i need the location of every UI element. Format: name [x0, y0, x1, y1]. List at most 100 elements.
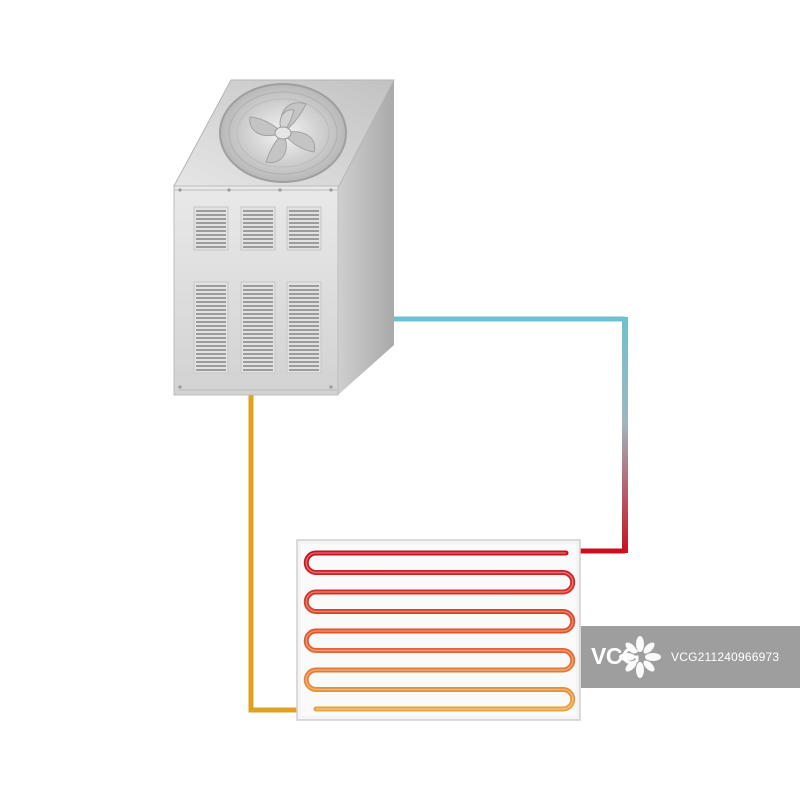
vent-slat	[289, 361, 319, 363]
vent-slat	[196, 349, 226, 351]
vent-slat	[243, 234, 273, 236]
vent-slat	[289, 222, 319, 224]
vent-frame	[286, 281, 322, 374]
vent-slat	[196, 285, 226, 287]
vent-slat	[196, 357, 226, 359]
vent-slat	[243, 309, 273, 311]
vent-slat	[243, 349, 273, 351]
vent-slat	[289, 353, 319, 355]
vent-slat	[196, 210, 226, 212]
vent-slat	[243, 238, 273, 240]
vent-slat	[196, 337, 226, 339]
vent-slat	[196, 345, 226, 347]
vent-slat	[289, 337, 319, 339]
vent-slat	[243, 353, 273, 355]
vent-slat	[196, 369, 226, 371]
heating-coil-highlight	[305, 552, 574, 710]
vent-slat	[243, 369, 273, 371]
radiator-panel	[296, 539, 581, 721]
vent-slat	[289, 321, 319, 323]
vent-slat	[196, 321, 226, 323]
vent-slat	[289, 285, 319, 287]
unit-side-face	[338, 80, 394, 395]
vent-slat	[289, 365, 319, 367]
vent-slat	[196, 317, 226, 319]
vent-slat	[289, 305, 319, 307]
vent-slat	[289, 238, 319, 240]
vent-slat	[243, 313, 273, 315]
vent-slat	[289, 226, 319, 228]
vent-frame	[240, 281, 276, 374]
vent-slat	[289, 357, 319, 359]
vent-slat	[289, 325, 319, 327]
vent-slat	[243, 293, 273, 295]
vent-slat	[243, 341, 273, 343]
vent-slat	[196, 305, 226, 307]
vent-slat	[243, 210, 273, 212]
vent-slat	[196, 301, 226, 303]
outdoor-unit	[173, 79, 395, 396]
vent-slat	[196, 361, 226, 363]
watermark-flower-icon	[619, 636, 661, 678]
vent-slat	[196, 238, 226, 240]
vent-slat	[289, 297, 319, 299]
vent-slat	[289, 345, 319, 347]
unit-screws	[178, 188, 333, 389]
vent-slat	[289, 230, 319, 232]
vent-slat	[243, 329, 273, 331]
vent-slat	[243, 337, 273, 339]
vent-slat	[289, 317, 319, 319]
vent-slat	[196, 313, 226, 315]
vent-slat	[196, 246, 226, 248]
vent-slat	[196, 365, 226, 367]
vent-slat	[289, 369, 319, 371]
watermark-banner: VCG VCG211240966973	[581, 626, 800, 688]
watermark-id: VCG211240966973	[671, 650, 780, 664]
vent-slat	[196, 234, 226, 236]
vent-slat	[243, 218, 273, 220]
vent-slat	[243, 297, 273, 299]
vent-slat	[289, 329, 319, 331]
vent-slat	[243, 226, 273, 228]
vent-slat	[243, 285, 273, 287]
vent-slat	[196, 309, 226, 311]
vent-slat	[243, 305, 273, 307]
vent-slat	[289, 246, 319, 248]
vent-slat	[243, 317, 273, 319]
vent-slat	[196, 242, 226, 244]
watermark-logo: VCG	[591, 643, 640, 669]
vent-slat	[243, 345, 273, 347]
vent-slat	[243, 222, 273, 224]
vent-slat	[243, 325, 273, 327]
vent-slat	[243, 289, 273, 291]
vent-slat	[289, 341, 319, 343]
vent-slat	[196, 289, 226, 291]
vent-slat	[243, 301, 273, 303]
vent-slat	[243, 361, 273, 363]
vent-slat	[196, 222, 226, 224]
vent-frame	[193, 281, 229, 374]
vent-slat	[289, 214, 319, 216]
vent-slat	[243, 242, 273, 244]
return-pipe	[248, 392, 318, 713]
vent-slat	[289, 210, 319, 212]
vent-slat	[289, 313, 319, 315]
vent-slat	[196, 226, 226, 228]
vent-slat	[289, 309, 319, 311]
vent-slat	[196, 297, 226, 299]
vent-slat	[196, 333, 226, 335]
heating-coil	[303, 550, 576, 712]
upper-vents	[193, 206, 322, 251]
vent-slat	[196, 329, 226, 331]
vent-slat	[196, 353, 226, 355]
vent-slat	[196, 230, 226, 232]
vent-slat	[289, 349, 319, 351]
vent-slat	[196, 325, 226, 327]
vent-slat	[289, 242, 319, 244]
vent-slat	[243, 230, 273, 232]
vent-slat	[243, 365, 273, 367]
vent-slat	[289, 333, 319, 335]
vent-slat	[289, 289, 319, 291]
vent-slat	[243, 357, 273, 359]
